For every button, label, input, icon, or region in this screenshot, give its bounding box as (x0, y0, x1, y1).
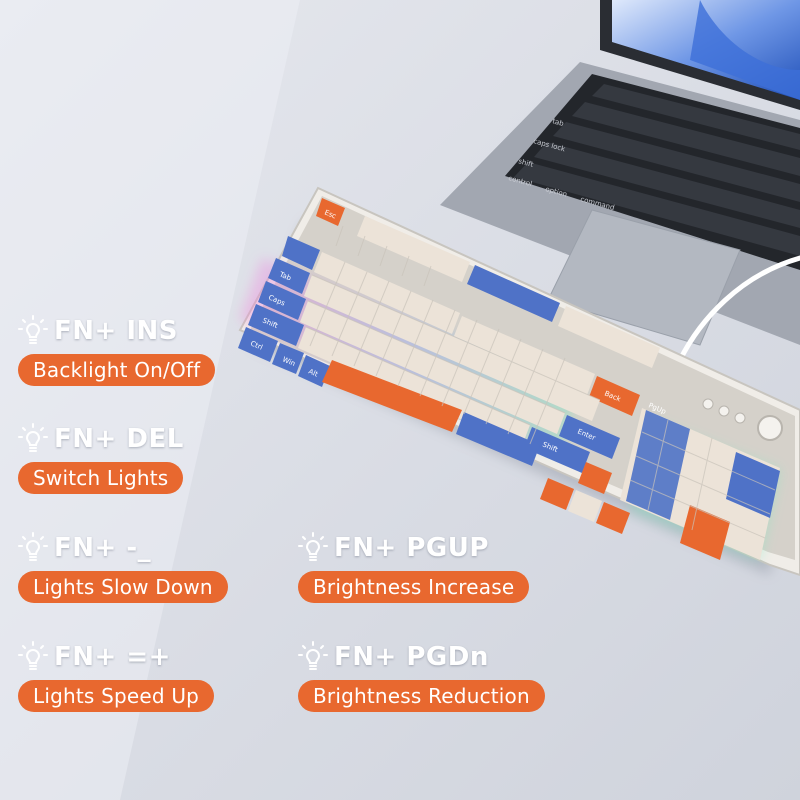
volume-knob (757, 415, 783, 441)
legend-alt: Alt (307, 367, 319, 378)
laptop: tab caps lock shift control option comma… (440, 0, 800, 346)
light-bulb-icon (18, 315, 48, 344)
feature-switch-lights: FN+ DEL Switch Lights (18, 422, 184, 494)
shortcut-combo: FN+ -_ (54, 533, 152, 563)
mechanical-keyboard: Esc Tab Caps Shift Ctrl Win Alt Back Ent… (238, 186, 800, 577)
shortcut-combo: FN+ PGUP (334, 533, 489, 563)
shortcut-combo: FN+ =+ (54, 642, 171, 672)
light-bulb-icon (18, 423, 48, 452)
function-label: Lights Speed Up (18, 680, 215, 712)
function-label: Brightness Reduction (298, 680, 545, 712)
key-caps (258, 281, 306, 320)
laptop-trackpad (547, 209, 741, 346)
feature-brightness-reduction: FN+ PGDn Brightness Reduction (298, 640, 545, 712)
key-spacebar (322, 360, 462, 432)
laptop-key-tab: tab (551, 117, 565, 128)
function-label: Lights Slow Down (18, 571, 228, 603)
shortcut-combo: FN+ PGDn (334, 642, 489, 672)
key-win (272, 343, 304, 374)
key-ctrl (238, 327, 278, 362)
control-button (702, 398, 714, 410)
control-button (718, 405, 730, 417)
light-bulb-icon (18, 641, 48, 670)
function-label: Brightness Increase (298, 571, 530, 603)
key-back (589, 376, 640, 416)
usb-cable (677, 255, 800, 363)
key-enter (559, 415, 620, 459)
key-numpad-enter (680, 505, 730, 560)
key-shift-left (248, 304, 304, 346)
feature-lights-speed-up: FN+ =+ Lights Speed Up (18, 640, 215, 712)
key-shift-right (524, 427, 590, 473)
key-esc (316, 198, 345, 226)
feature-backlight-toggle: FN+ INS Backlight On/Off (18, 314, 216, 386)
shortcut-combo: FN+ DEL (54, 424, 184, 454)
function-label: Backlight On/Off (18, 354, 216, 386)
light-bulb-icon (18, 532, 48, 561)
feature-lights-slow-down: FN+ -_ Lights Slow Down (18, 531, 228, 603)
shortcut-combo: FN+ INS (54, 316, 179, 346)
feature-brightness-increase: FN+ PGUP Brightness Increase (298, 531, 530, 603)
light-bulb-icon (298, 641, 328, 670)
light-bulb-icon (298, 532, 328, 561)
function-label: Switch Lights (18, 462, 184, 494)
key-tab (268, 258, 310, 294)
control-button (734, 412, 746, 424)
key-alt (298, 355, 330, 387)
laptop-key-shift: shift (517, 157, 534, 169)
